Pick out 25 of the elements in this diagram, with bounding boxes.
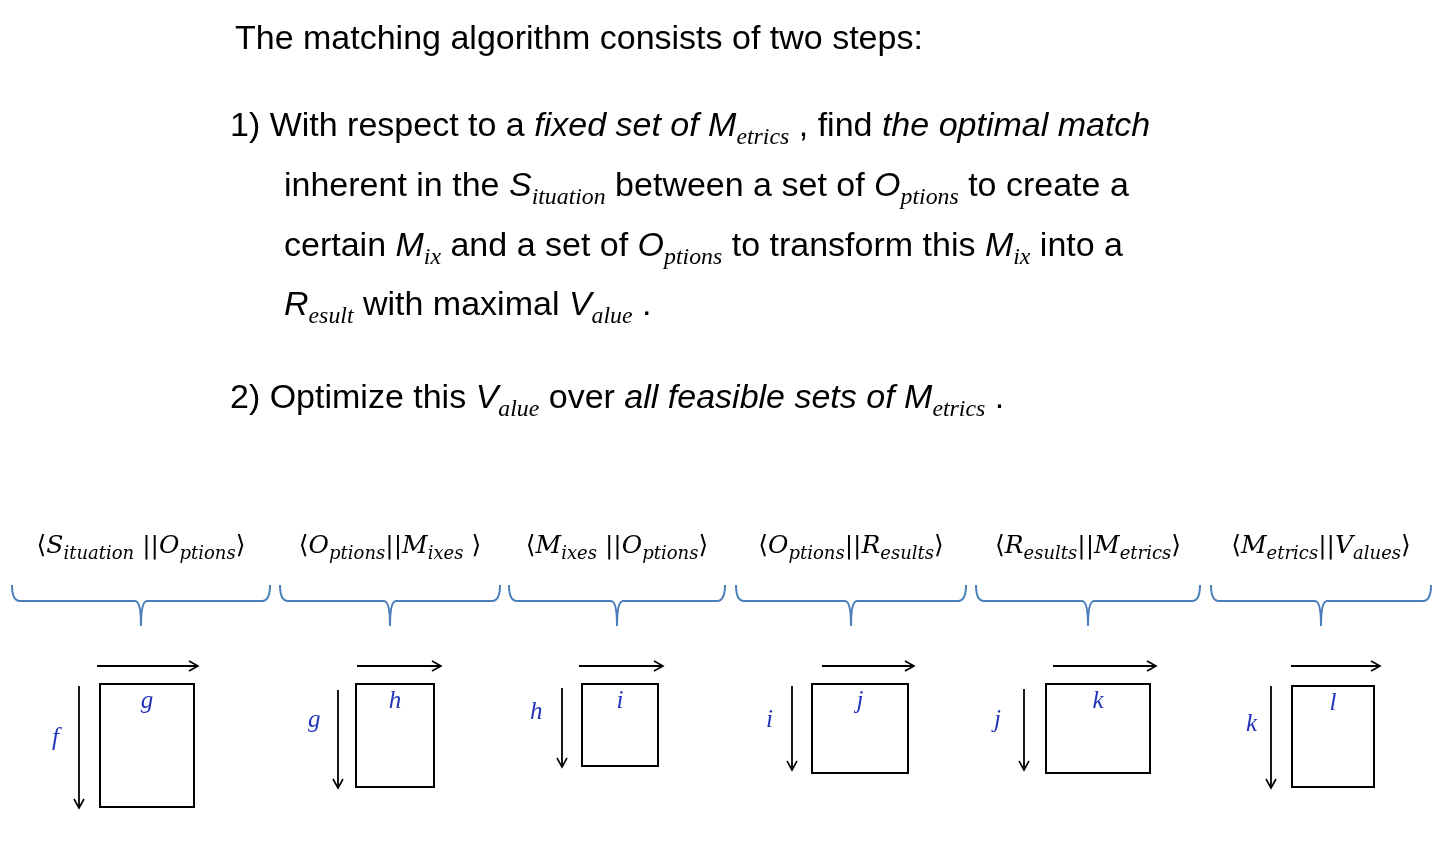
matrix-box — [1045, 683, 1151, 774]
index-letter: l — [1328, 689, 1338, 714]
title-heading: The matching algorithm consists of two steps: — [235, 18, 923, 57]
index-letter: i — [766, 706, 773, 731]
index-letter: i — [615, 687, 625, 712]
matrix-box — [581, 683, 659, 767]
bra-ket-expression: ⟨M$_{ixes}$ ||O$_{ptions}$⟩ — [524, 530, 710, 563]
index-letter: h — [530, 698, 543, 723]
matrix-box — [1291, 685, 1375, 788]
bra-ket-expression: ⟨O$_{ptions}$||R$_{esults}$⟩ — [757, 530, 945, 563]
matrix-box — [811, 683, 909, 774]
index-letter: k — [1246, 710, 1258, 735]
index-letter: h — [387, 687, 403, 712]
bra-ket-expression: ⟨S$_{ituation}$ ||O$_{ptions}$⟩ — [35, 530, 247, 563]
index-letter: g — [308, 706, 321, 731]
index-letter: j — [853, 687, 865, 712]
step-text: 2) Optimize this V$_{alue}$ over all feasible sets of M$_{etrics}$ . — [230, 376, 1006, 423]
index-letter: g — [139, 687, 155, 712]
index-letter: k — [1091, 687, 1105, 712]
bra-ket-expression: ⟨M$_{etrics}$||V$_{alues}$⟩ — [1230, 530, 1412, 563]
matrix-box — [99, 683, 195, 808]
matrix-box — [355, 683, 435, 788]
step-text: 1) With respect to a fixed set of M$_{etrics}$ , find the optimal match inherent in the S$_{ituation}$ between a set of O$_{ptions}$ to create a certain M$_{ix}$ and a set of O$_{ptions}$ to transform this M$_{ix}$ into a R$_{esult}$ with maximal V$_{alue}$ . — [230, 104, 1152, 331]
bra-ket-expression: ⟨R$_{esults}$||M$_{etrics}$⟩ — [993, 530, 1183, 563]
bra-ket-expression: ⟨O$_{ptions}$||M$_{ixes}$ ⟩ — [297, 530, 483, 563]
